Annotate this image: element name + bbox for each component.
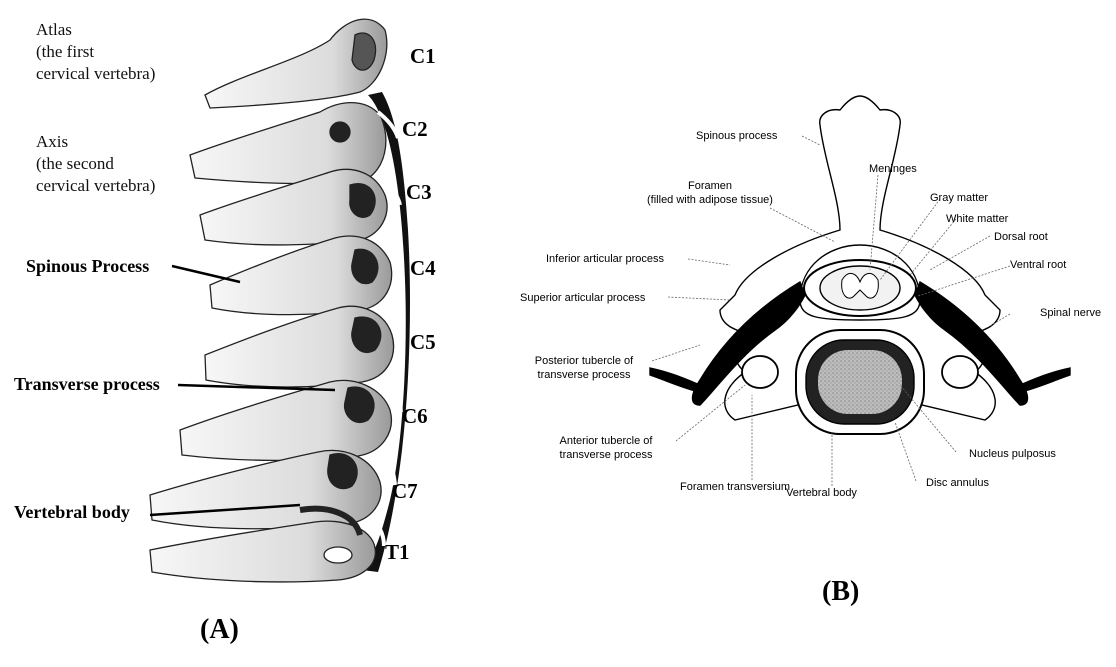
anterior-tubercle-line-2: transverse process <box>548 448 664 462</box>
superior-articular-process-label: Superior articular process <box>520 291 645 305</box>
posterior-tubercle-label: Posterior tubercle of transverse process <box>526 354 642 382</box>
foramen-transversium-label: Foramen transversium <box>680 480 790 494</box>
spinous-process-label: Spinous Process <box>26 256 149 277</box>
level-c5: C5 <box>410 330 436 355</box>
axis-line-3: cervical vertebra) <box>36 175 155 197</box>
ventral-root-label: Ventral root <box>1010 258 1066 272</box>
foramen-line-1: Foramen <box>635 179 785 193</box>
panel-b-label: (B) <box>822 576 859 608</box>
cross-section-illustration <box>650 96 1070 434</box>
posterior-tubercle-line-2: transverse process <box>526 368 642 382</box>
level-c2: C2 <box>402 117 428 142</box>
meninges-label: Meninges <box>869 162 917 176</box>
dorsal-root-label: Dorsal root <box>994 230 1048 244</box>
level-c4: C4 <box>410 256 436 281</box>
foramen-line-2: (filled with adipose tissue) <box>635 193 785 207</box>
atlas-line-3: cervical vertebra) <box>36 63 155 85</box>
level-c6: C6 <box>402 404 428 429</box>
atlas-label: Atlas (the first cervical vertebra) <box>36 19 155 85</box>
axis-line-2: (the second <box>36 153 155 175</box>
spinal-nerve-label: Spinal nerve <box>1040 306 1101 320</box>
gray-matter-label: Gray matter <box>930 191 988 205</box>
inferior-articular-process-label: Inferior articular process <box>546 252 664 266</box>
disc-annulus-label: Disc annulus <box>926 476 989 490</box>
level-t1: T1 <box>385 540 410 565</box>
foramen-label: Foramen (filled with adipose tissue) <box>635 179 785 207</box>
axis-line-1: Axis <box>36 131 155 153</box>
spinous-process-b-label: Spinous process <box>696 129 777 143</box>
transverse-process-label: Transverse process <box>14 374 160 395</box>
level-c1: C1 <box>410 44 436 69</box>
vertebral-body-b-label: Vertebral body <box>786 486 857 500</box>
level-c3: C3 <box>406 180 432 205</box>
white-matter-label: White matter <box>946 212 1008 226</box>
level-c7: C7 <box>392 479 418 504</box>
atlas-line-1: Atlas <box>36 19 155 41</box>
vertebral-body-label: Vertebral body <box>14 502 130 523</box>
vertebrae-lateral <box>150 19 394 582</box>
nucleus-pulposus-label: Nucleus pulposus <box>969 447 1056 461</box>
posterior-tubercle-line-1: Posterior tubercle of <box>526 354 642 368</box>
anterior-tubercle-label: Anterior tubercle of transverse process <box>548 434 664 462</box>
panel-a-label: (A) <box>200 614 239 646</box>
anterior-tubercle-line-1: Anterior tubercle of <box>548 434 664 448</box>
atlas-line-2: (the first <box>36 41 155 63</box>
axis-label: Axis (the second cervical vertebra) <box>36 131 155 197</box>
